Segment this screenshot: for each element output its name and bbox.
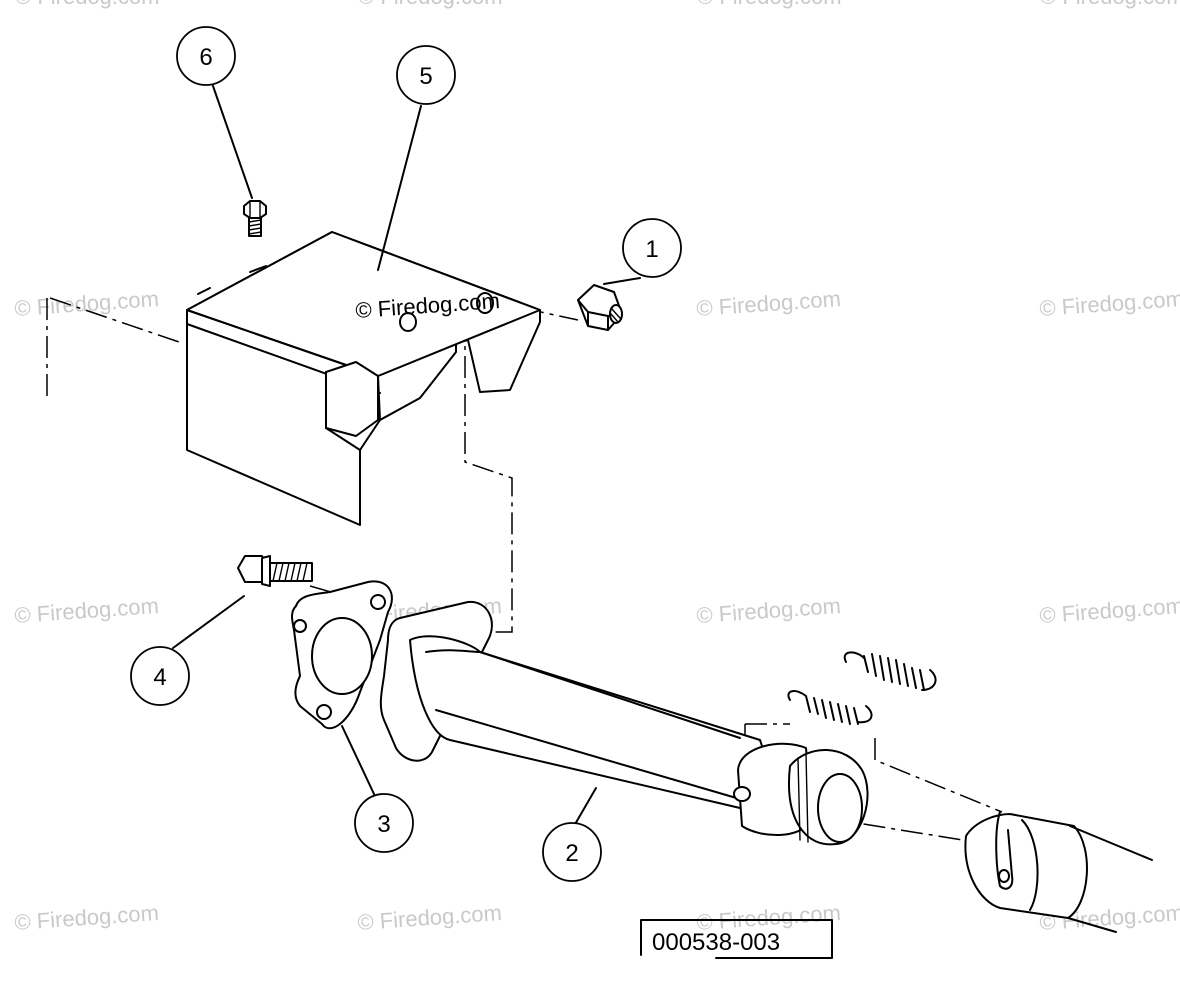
watermark: © Firedog.com [1040,0,1180,9]
callout-label: 4 [153,664,166,691]
callout-circle [130,646,190,706]
watermark: © Firedog.com [15,0,160,9]
watermark: © Firedog.com [14,286,160,321]
callout-1: 1 [622,218,682,278]
callout-label: 3 [377,811,390,838]
shield-hole [476,292,494,314]
spring-bottom [787,690,873,725]
shield-hole [399,312,417,332]
leader-lines [172,85,641,827]
reference-number: 000538-003 [652,929,780,956]
callout-5: 5 [396,45,456,105]
watermark: © Firedog.com [357,900,503,935]
callout-6: 6 [176,26,236,86]
reference-box: 000538-003 [640,919,833,959]
callout-2: 2 [542,822,602,882]
hex-nut [577,284,623,331]
watermark: © Firedog.com [697,0,842,9]
heat-shield [186,231,541,526]
watermark: © Firedog.com [1039,593,1180,628]
callout-circle [354,793,414,853]
flange-bolt [237,555,313,587]
exhaust-pipe [379,600,1153,933]
gasket [291,580,393,730]
callout-label: 1 [645,236,658,263]
watermark: © Firedog.com [14,900,160,935]
callout-label: 2 [565,840,578,867]
watermark: © Firedog.com [1039,286,1180,321]
callout-label: 5 [419,63,432,90]
callout-3: 3 [354,793,414,853]
watermark: © Firedog.com [14,593,160,628]
callout-circle [176,26,236,86]
callout-circle [542,822,602,882]
spring-top [843,651,937,691]
callout-label: 6 [199,44,212,71]
watermark: © Firedog.com [358,0,503,9]
watermark: © Firedog.com [696,593,842,628]
watermark: © Firedog.com [696,286,842,321]
callout-4: 4 [130,646,190,706]
callout-circle [396,45,456,105]
callout-circle [622,218,682,278]
watermark-layer: © Firedog.com © Firedog.com © Firedog.co… [14,0,1180,935]
shield-bolt [243,200,267,237]
